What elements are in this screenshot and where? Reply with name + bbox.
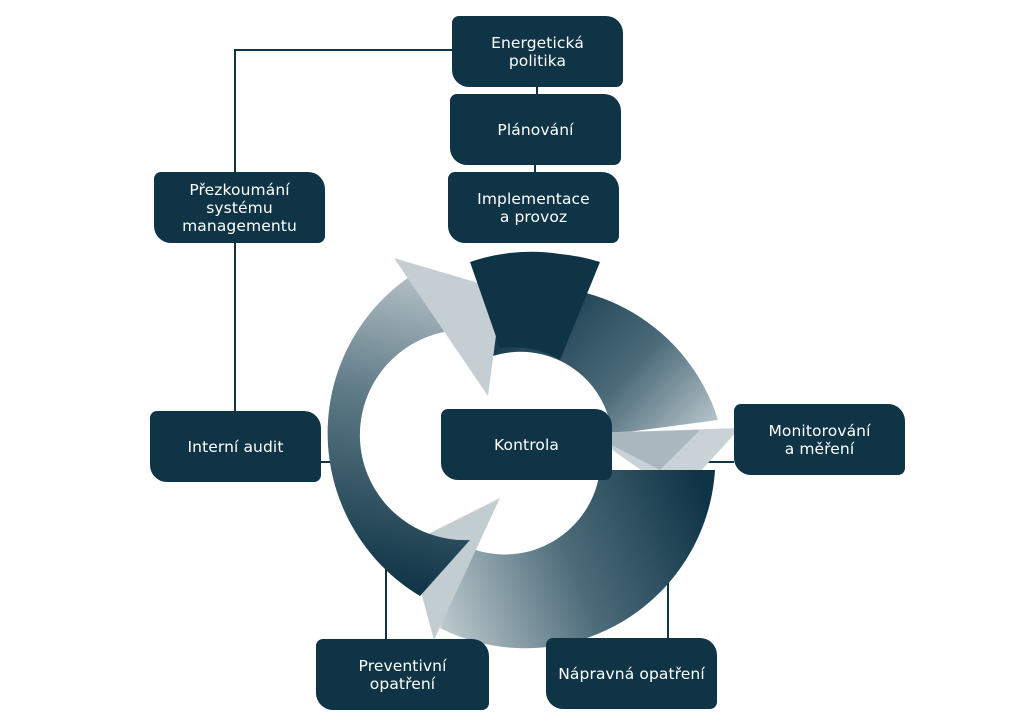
cycle-arrowhead-top (394, 258, 502, 396)
connector-policy-review (234, 49, 452, 172)
cycle-arrow-bottom (440, 470, 715, 649)
management-review-box: Přezkoumání systému managementu (154, 172, 325, 243)
preventive-action-box: Preventivní opatření (316, 639, 489, 710)
corrective-action-box: Nápravná opatření (546, 638, 717, 709)
planning-box: Plánování (450, 94, 621, 165)
cycle-arrow-top (470, 251, 600, 360)
cycle-arrowhead-bottom (408, 498, 500, 640)
internal-audit-box: Interní audit (150, 411, 321, 482)
checking-box: Kontrola (441, 409, 612, 480)
cycle-arrowhead-right-shade (588, 430, 700, 470)
energy-policy-box: Energetická politika (452, 16, 623, 87)
monitoring-box: Monitorování a měření (734, 404, 905, 475)
cycle-arrow-left (327, 270, 470, 596)
implementation-box: Implementace a provoz (448, 172, 619, 243)
